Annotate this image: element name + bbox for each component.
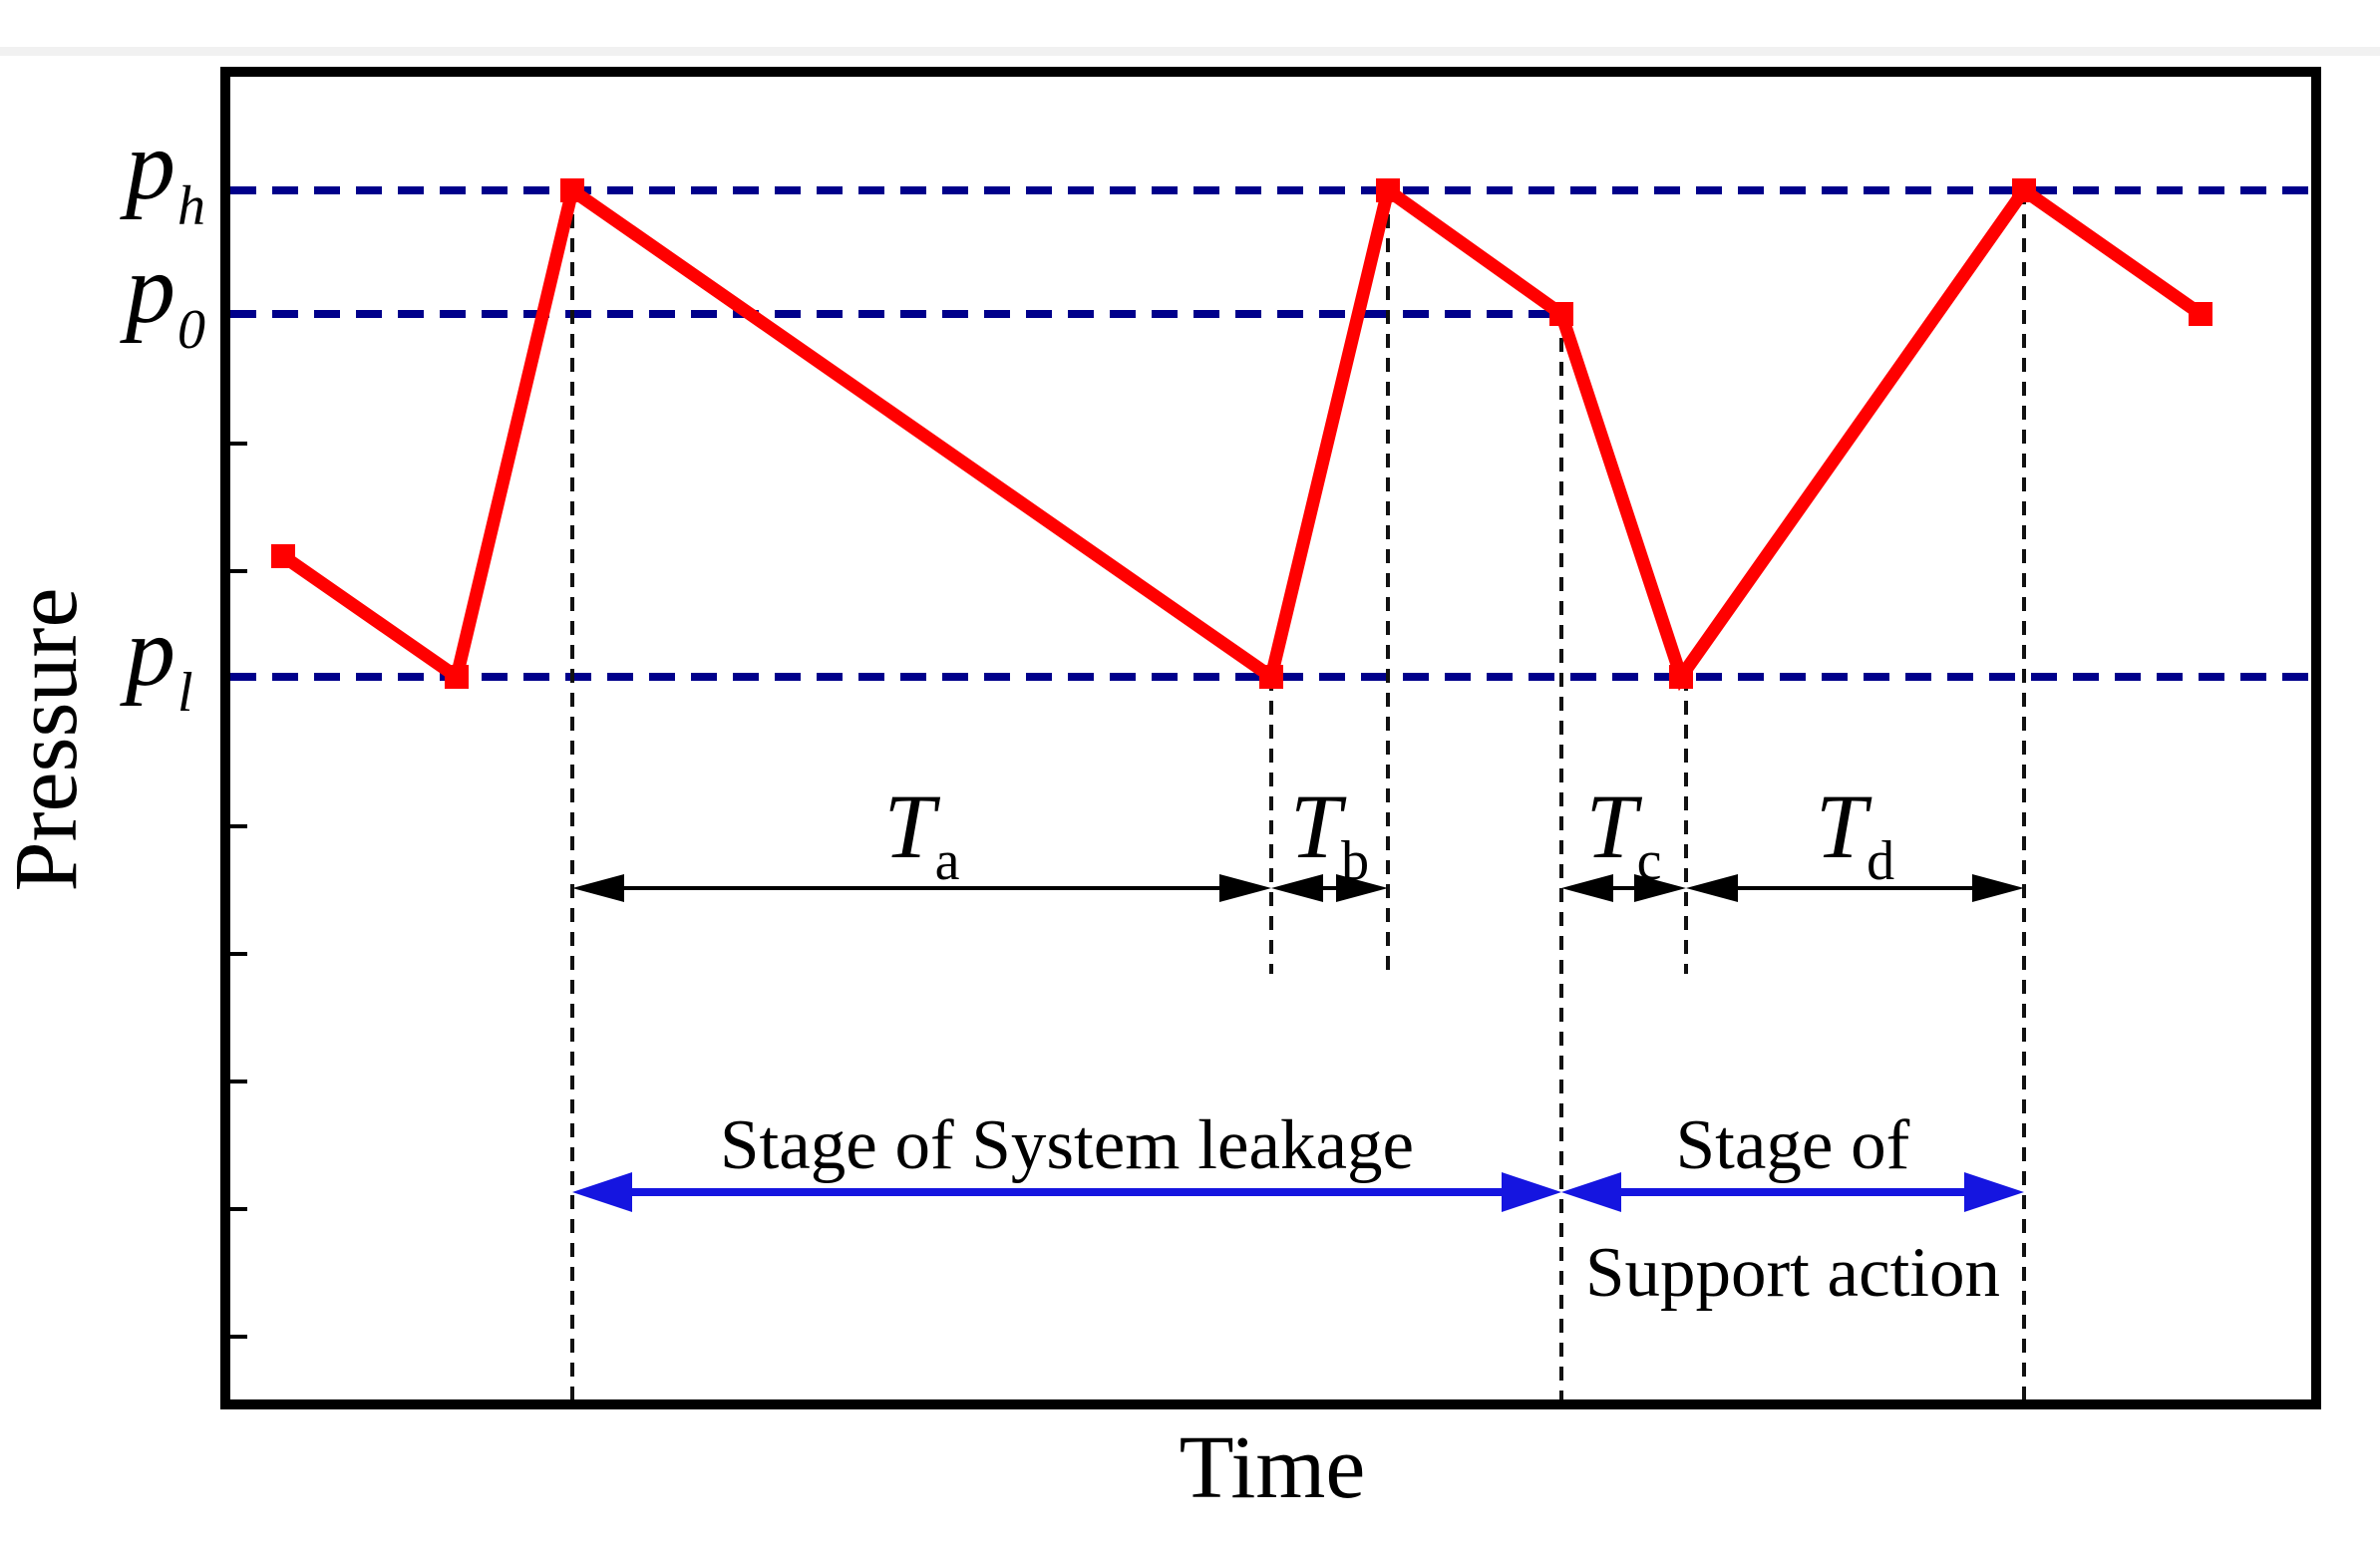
interval-arrow-T_a-head-right: [1219, 874, 1271, 902]
interval-arrow-T_d-head-right: [1972, 874, 2024, 902]
interval-arrow-T_a-head-left: [572, 874, 624, 902]
y-tick-label-p_h: ph: [120, 110, 205, 237]
interval-label-T_b: Tb: [1290, 775, 1369, 892]
stage-arrow-system-leakage-head-right: [1502, 1172, 1561, 1212]
y-tick-label-p_0-main: p: [120, 233, 175, 344]
y-tick-label-p_l: pl: [120, 596, 193, 724]
plot-frame: [220, 67, 2321, 1409]
interval-arrow-T_c-head-right: [1634, 874, 1686, 902]
stage-label-support-action-line2: Support action: [1585, 1234, 2000, 1312]
window-top-strip: [0, 47, 2380, 56]
data-point-marker-7: [2012, 178, 2036, 202]
y-tick-label-p_l-main: p: [120, 596, 175, 707]
stage-label-support-action-line1: Stage of: [1676, 1106, 1910, 1184]
stage-arrow-support-action: [1561, 1172, 2024, 1212]
y-axis-title: Pressure: [0, 588, 96, 892]
data-point-marker-6: [1669, 665, 1693, 689]
interval-arrow-T_b-head-left: [1271, 874, 1323, 902]
data-point-marker-2: [560, 178, 584, 202]
data-point-marker-5: [1549, 302, 1573, 326]
data-point-marker-4: [1376, 178, 1400, 202]
y-tick-label-p_0-sub: 0: [177, 299, 205, 361]
interval-label-T_d-main: T: [1816, 775, 1872, 877]
interval-label-T_c-sub: c: [1637, 830, 1662, 892]
stage-arrow-support-action-head-right: [1964, 1172, 2024, 1212]
interval-label-T_b-sub: b: [1341, 830, 1369, 892]
y-tick-label-p_l-sub: l: [177, 662, 193, 724]
interval-arrow-T_b-head-right: [1336, 874, 1388, 902]
data-point-marker-0: [271, 544, 295, 568]
interval-arrow-T_d-head-left: [1686, 874, 1738, 902]
interval-label-T_b-main: T: [1290, 775, 1347, 877]
interval-arrow-T_a: [572, 874, 1271, 902]
interval-label-T_a: Ta: [883, 775, 959, 892]
data-point-marker-8: [2189, 302, 2212, 326]
interval-label-T_c: Tc: [1585, 775, 1661, 892]
stage-arrow-system-leakage-head-left: [572, 1172, 632, 1212]
y-tick-label-p_h-main: p: [120, 110, 175, 220]
stage-label-system-leakage-line1: Stage of System leakage: [720, 1106, 1414, 1184]
stage-arrow-system-leakage: [572, 1172, 1561, 1212]
interval-label-T_d-sub: d: [1867, 830, 1894, 892]
interval-label-T_d: Td: [1816, 775, 1894, 892]
interval-label-T_a-main: T: [883, 775, 940, 877]
x-axis-title: Time: [1180, 1418, 1366, 1517]
interval-arrow-T_c-head-left: [1561, 874, 1613, 902]
interval-arrow-T_d: [1686, 874, 2024, 902]
interval-label-T_c-main: T: [1585, 775, 1642, 877]
data-point-marker-1: [445, 665, 469, 689]
y-tick-label-p_h-sub: h: [177, 175, 205, 237]
interval-arrow-T_b: [1271, 874, 1388, 902]
interval-label-T_a-sub: a: [935, 830, 960, 892]
interval-arrow-T_c: [1561, 874, 1686, 902]
stage-arrow-support-action-head-left: [1561, 1172, 1621, 1212]
y-tick-label-p_0: p0: [120, 233, 205, 361]
data-point-marker-3: [1259, 665, 1283, 689]
